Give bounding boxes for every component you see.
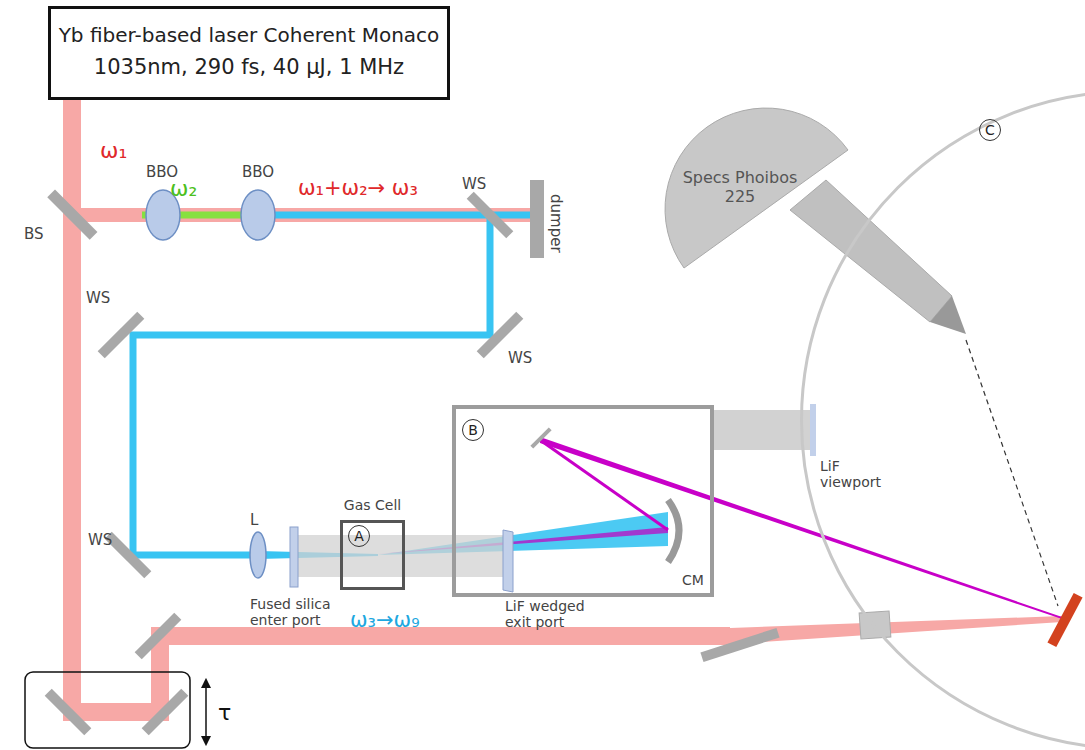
part-name: CM: [682, 572, 704, 588]
analyzer-lens: [790, 180, 952, 322]
part-name: WS: [86, 290, 110, 307]
part-name: Fused silica enter port: [250, 596, 360, 628]
delay-stage: [25, 672, 190, 748]
analyzer-label: Specs Phoibos 225: [680, 168, 800, 228]
callout-letter: C: [979, 119, 1001, 141]
delay-label: τ: [218, 700, 231, 725]
laser-box: Yb fiber-based laser Coherent Monaco 1035…: [48, 6, 450, 100]
callout-letter: A: [348, 525, 370, 547]
gas-cell-heading: Gas Cell: [344, 497, 401, 513]
callout-letter: B: [462, 419, 484, 441]
lif-wedged-window: [503, 530, 513, 592]
part-name: L: [250, 512, 258, 529]
delay-mirror: [142, 689, 189, 736]
gas-cell-tube: [298, 535, 505, 577]
fundamental-beam: [72, 208, 535, 222]
part-name: LiF wedged exit port: [505, 598, 605, 630]
part-name: BS: [24, 226, 44, 243]
ninth-harmonic-beam: [540, 440, 668, 530]
steering-mirror: [700, 628, 779, 662]
frequency-label: ω₁+ω₂→ ω₃: [298, 176, 418, 200]
focusing-lens: [250, 532, 266, 578]
fused-silica-window: [290, 527, 298, 587]
ninth-harmonic-beam: [540, 437, 1062, 619]
delay-arrow: [205, 680, 207, 744]
chamber-circle: C: [800, 90, 1085, 750]
frequency-label: ω₁: [100, 138, 127, 163]
part-name: WS: [462, 176, 486, 193]
node-text: Specs Phoibos 225: [680, 168, 800, 206]
analyzer-nozzle: [930, 296, 966, 334]
plane-mirror: [530, 427, 551, 448]
laser-specs: 1035nm, 290 fs, 40 µJ, 1 MHz: [51, 55, 447, 79]
vacuum-tube: [712, 410, 812, 450]
part-name: dumper: [547, 194, 564, 253]
curved-mirror: [668, 500, 679, 562]
mirrors: [45, 190, 780, 736]
wavelength-separator: [98, 312, 145, 359]
third-harmonic-beam: [133, 215, 490, 555]
pump-viewport: [859, 611, 891, 639]
sample: [1047, 593, 1082, 647]
fundamental-beam: [72, 100, 730, 712]
part-name: BBO: [242, 164, 274, 181]
delay-mirror: [45, 689, 92, 736]
steering-mirror: [135, 613, 182, 660]
gas-cell-box: Gas CellA: [340, 520, 405, 590]
part-name: WS: [88, 532, 112, 549]
electron-path: [966, 340, 1058, 606]
bbo-crystal: [241, 190, 275, 240]
lif-viewport: [810, 404, 816, 456]
wavelength-separator: [467, 192, 514, 239]
frequency-label: ω₃→ω₉: [350, 608, 420, 632]
vacuum-box: B: [452, 405, 714, 597]
frequency-label: ω₂: [170, 176, 197, 201]
pump-beam: [730, 616, 1062, 644]
part-name: WS: [508, 350, 532, 367]
beam-splitter: [47, 190, 97, 240]
beam-dumper: [530, 180, 544, 258]
laser-name: Yb fiber-based laser Coherent Monaco: [51, 23, 447, 47]
part-name: LiF viewport: [820, 458, 890, 490]
